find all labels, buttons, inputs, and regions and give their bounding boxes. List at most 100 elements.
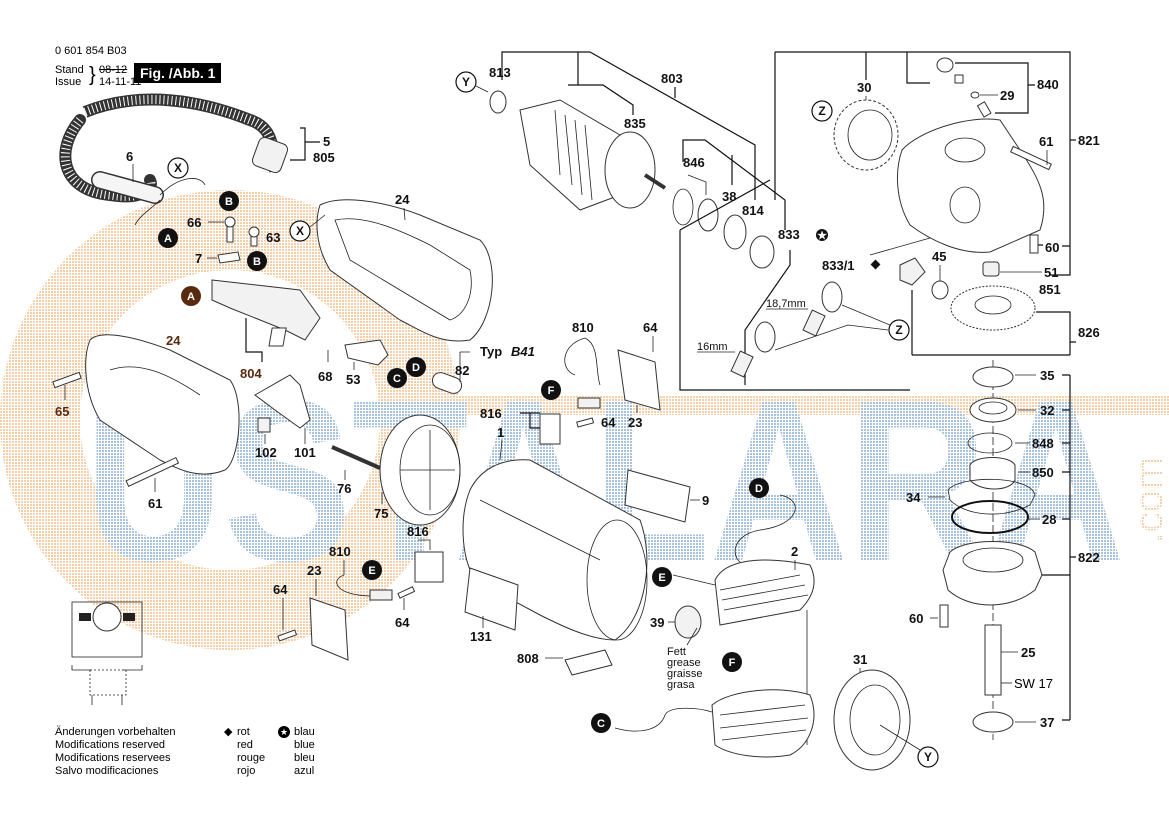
part-label-35: 35 xyxy=(1040,368,1054,383)
switch-part xyxy=(211,279,321,341)
part-label-9: 9 xyxy=(702,493,709,508)
part-label-68: 68 xyxy=(318,369,332,384)
callout-x-housing: X xyxy=(289,220,311,242)
part-label-53: 53 xyxy=(346,372,360,387)
part-label-61-gearhead: 61 xyxy=(1039,134,1053,149)
part-label-848: 848 xyxy=(1032,436,1054,451)
part-label-2: 2 xyxy=(791,544,798,559)
part-label-64-upper-a: 64 xyxy=(643,320,658,335)
svg-text:D: D xyxy=(755,483,763,495)
red-en: red xyxy=(237,739,253,751)
part-label-63: 63 xyxy=(266,230,280,245)
part-label-23-upper: 23 xyxy=(628,415,642,430)
svg-text:F: F xyxy=(548,385,555,397)
part-label-45: 45 xyxy=(932,249,946,264)
grease-note-fr: graisse xyxy=(667,668,702,680)
part-label-833: 833 xyxy=(778,227,800,242)
red-fr: rouge xyxy=(237,752,266,764)
red-es: rojo xyxy=(237,765,256,777)
field-coil-lower xyxy=(711,689,815,758)
part-label-6: 6 xyxy=(126,149,133,164)
part-label-833-1: 833/1 xyxy=(822,258,855,273)
part-label-60-gearhead: 60 xyxy=(1045,240,1059,255)
grease-note-de: Fett xyxy=(667,646,686,658)
part-label-816-upper: 816 xyxy=(480,406,502,421)
part-label-64-lower-b: 64 xyxy=(395,615,410,630)
blue-legend: blau blue bleu azul xyxy=(294,726,315,778)
part-label-805: 805 xyxy=(313,150,335,165)
part-label-850: 850 xyxy=(1032,465,1054,480)
part-label-821: 821 xyxy=(1078,133,1100,148)
part-label-5: 5 xyxy=(323,134,330,149)
handle-housing-lower xyxy=(85,334,240,475)
red-de: rot xyxy=(237,726,250,738)
armature xyxy=(519,99,667,211)
power-cable xyxy=(59,93,289,226)
part-label-60-spindle: 60 xyxy=(909,611,923,626)
callout-z-gear: Z xyxy=(811,100,833,122)
wiring-schematic xyxy=(71,601,143,705)
part-label-37: 37 xyxy=(1040,715,1054,730)
svg-text:Y: Y xyxy=(462,75,470,89)
blue-es: azul xyxy=(294,765,315,777)
part-label-24-upper: 24 xyxy=(395,192,410,207)
svg-text:E: E xyxy=(368,565,375,577)
typ-model: B41 xyxy=(511,344,535,359)
diamond-icon-833-1 xyxy=(870,259,881,270)
end-cap xyxy=(833,669,911,771)
part-label-34: 34 xyxy=(906,490,921,505)
part-label-840: 840 xyxy=(1037,77,1059,92)
part-label-82: 82 xyxy=(455,363,469,378)
part-label-31: 31 xyxy=(853,652,867,667)
svg-text:C: C xyxy=(393,373,401,385)
callout-c-coil: C xyxy=(591,713,611,733)
svg-text:Z: Z xyxy=(895,323,902,337)
part-label-816-lower: 816 xyxy=(407,524,429,539)
part-label-66: 66 xyxy=(187,215,201,230)
callout-f-coil: F xyxy=(722,652,742,672)
part-label-808: 808 xyxy=(517,651,539,666)
part-label-38: 38 xyxy=(722,189,736,204)
part-label-23-lower: 23 xyxy=(307,563,321,578)
star-circle-icon: ★ xyxy=(278,726,290,738)
callout-b-cable: B xyxy=(219,191,239,211)
part-label-835: 835 xyxy=(624,116,646,131)
handle-housing-upper xyxy=(316,199,493,342)
callout-e-coil: E xyxy=(652,567,672,587)
watermark-band xyxy=(180,395,1169,415)
stand-label: Stand xyxy=(55,64,84,76)
callout-y-endcap: Y xyxy=(917,746,939,768)
callout-a-switch: A xyxy=(181,286,201,306)
svg-text:A: A xyxy=(164,233,172,245)
wrench-size-sw17: SW 17 xyxy=(1014,676,1053,691)
gear-housing xyxy=(897,118,1045,253)
part-label-1: 1 xyxy=(497,425,504,440)
part-label-102: 102 xyxy=(255,445,277,460)
part-label-846: 846 xyxy=(683,155,705,170)
part-label-29: 29 xyxy=(1000,88,1014,103)
svg-text:A: A xyxy=(187,291,195,303)
svg-text:B: B xyxy=(225,196,233,208)
part-label-851: 851 xyxy=(1039,282,1061,297)
part-label-101: 101 xyxy=(294,445,316,460)
figure-label: Fig. /Abb. 1 xyxy=(134,63,222,83)
note-fr: Modifications reservees xyxy=(55,752,171,764)
bearing-flange xyxy=(942,541,1043,606)
svg-text:D: D xyxy=(412,362,420,374)
part-label-24-lower: 24 xyxy=(166,333,181,348)
callout-y-armature: Y xyxy=(455,71,477,93)
part-label-75: 75 xyxy=(374,506,388,521)
part-label-64-upper-b: 64 xyxy=(601,415,616,430)
part-label-76: 76 xyxy=(337,481,351,496)
svg-text:E: E xyxy=(658,572,665,584)
typ-label: Typ xyxy=(480,344,502,359)
part-label-25: 25 xyxy=(1021,645,1035,660)
note-en: Modifications reserved xyxy=(55,739,166,751)
part-label-826: 826 xyxy=(1078,325,1100,340)
callout-z-bearing: Z xyxy=(888,319,910,341)
part-label-51: 51 xyxy=(1044,265,1058,280)
svg-text:Z: Z xyxy=(818,104,825,118)
fan xyxy=(379,414,461,526)
svg-text:X: X xyxy=(296,224,304,238)
